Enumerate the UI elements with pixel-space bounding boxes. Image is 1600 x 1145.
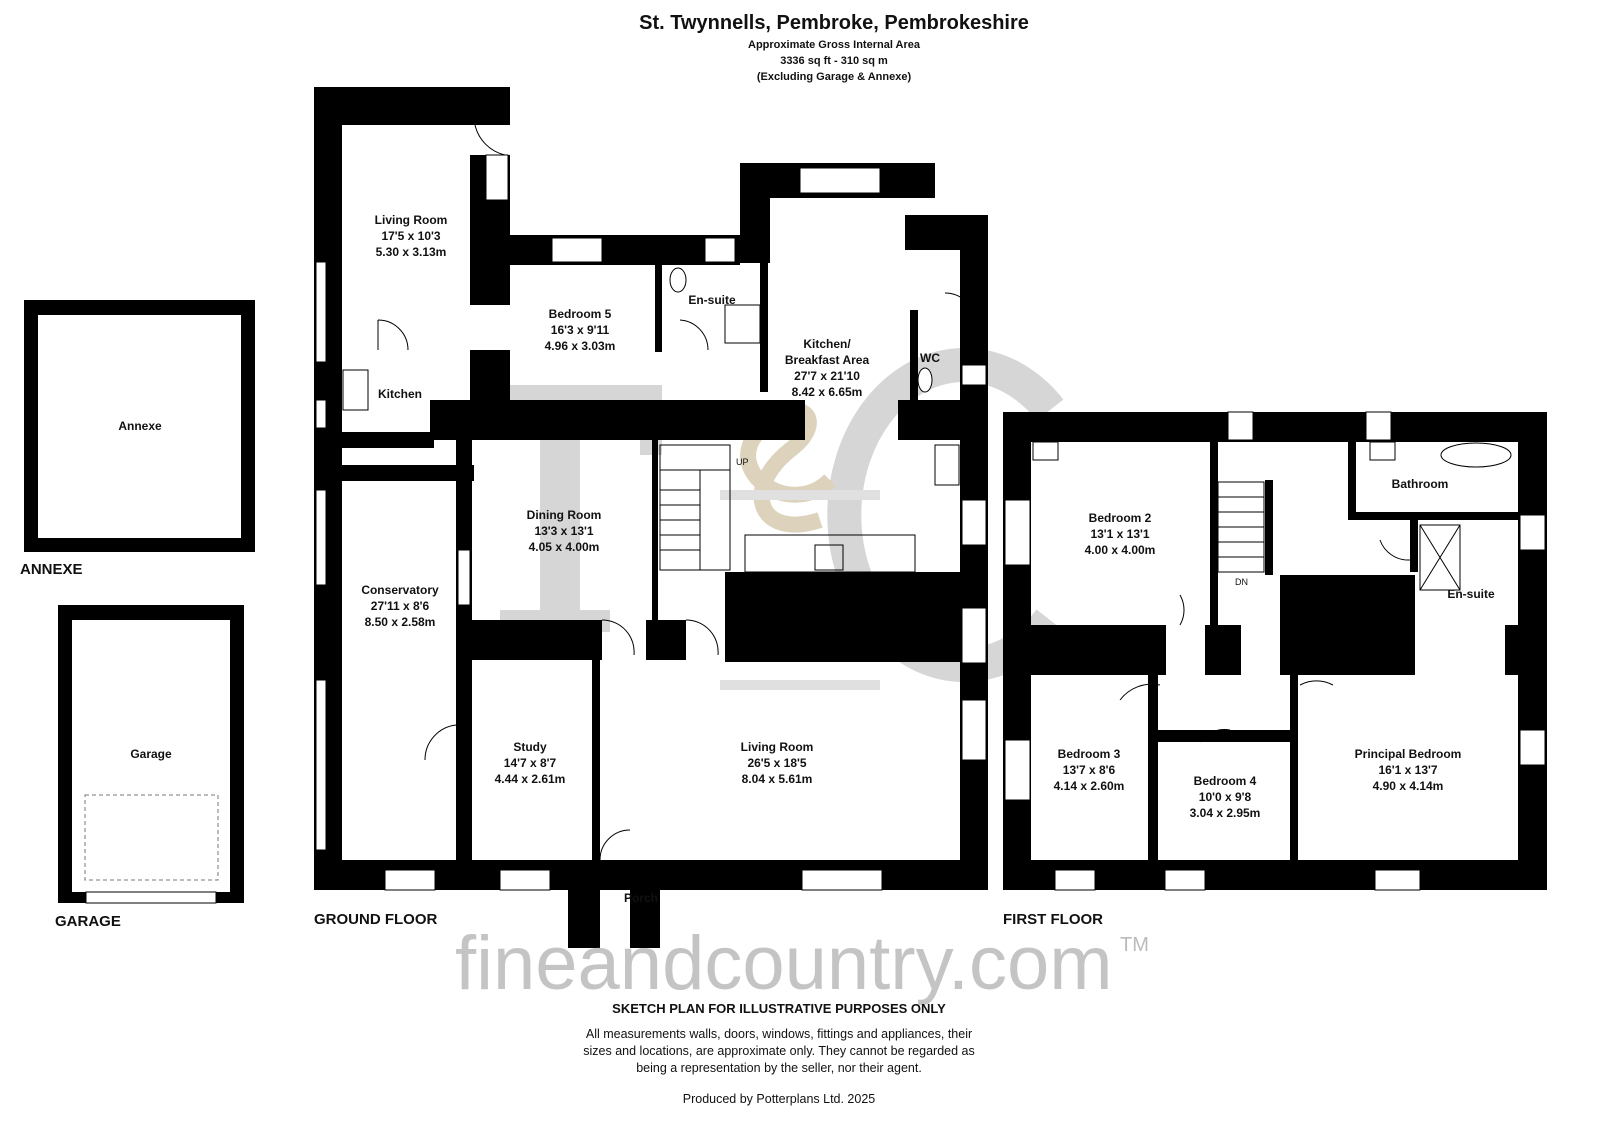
room-size-imperial: 14'7 x 8'7 — [503, 756, 557, 770]
room-garage: Garage — [130, 746, 171, 762]
room-size-metric: 3.04 x 2.95m — [1189, 806, 1261, 820]
room-bathroom: Bathroom — [1392, 476, 1449, 492]
room-size-imperial: 13'1 x 13'1 — [1090, 527, 1150, 541]
room-name: Bedroom 4 — [1193, 774, 1257, 788]
room-size-metric: 4.44 x 2.61m — [494, 772, 566, 786]
plan-title: St. Twynnells, Pembroke, Pembrokeshire — [639, 12, 1029, 34]
room-name: Conservatory — [361, 583, 439, 597]
producer-credit: Produced by Potterplans Ltd. 2025 — [682, 1092, 876, 1106]
room-size-metric: 4.00 x 4.00m — [1084, 543, 1156, 557]
floor-label-ground: GROUND FLOOR — [314, 911, 438, 928]
room-bedroom-4: Bedroom 4 10'0 x 9'8 3.04 x 2.95m — [1190, 773, 1261, 821]
room-ensuite-first: En-suite — [1447, 586, 1494, 602]
room-size-metric: 8.42 x 6.65m — [791, 385, 863, 399]
floor-label-garage: GARAGE — [55, 913, 121, 930]
room-annexe: Annexe — [118, 418, 161, 434]
room-conservatory: Conservatory 27'11 x 8'6 8.50 x 2.58m — [361, 582, 438, 630]
room-size-metric: 4.90 x 4.14m — [1372, 779, 1444, 793]
room-name: Bedroom 5 — [548, 307, 612, 321]
room-dining: Dining Room 13'3 x 13'1 4.05 x 4.00m — [527, 507, 602, 555]
disclaimer-heading: SKETCH PLAN FOR ILLUSTRATIVE PURPOSES ON… — [612, 1001, 946, 1016]
room-name: Kitchen/ — [803, 337, 851, 351]
room-living-room: Living Room 26'5 x 18'5 8.04 x 5.61m — [741, 739, 814, 787]
room-wc: WC — [920, 350, 940, 366]
room-name: Bedroom 2 — [1088, 511, 1152, 525]
stairs-up-label: UP — [736, 457, 749, 467]
watermark-text: fineandcountry.com — [455, 921, 1113, 1006]
room-name: En-suite — [1447, 587, 1495, 601]
room-name: En-suite — [688, 293, 736, 307]
room-name: Garage — [130, 747, 172, 761]
floor-label-annexe: ANNEXE — [20, 561, 83, 578]
room-size-metric: 5.30 x 3.13m — [375, 245, 447, 259]
room-bedroom-3: Bedroom 3 13'7 x 8'6 4.14 x 2.60m — [1054, 746, 1125, 794]
room-kitchen-breakfast: Kitchen/ Breakfast Area 27'7 x 21'10 8.4… — [785, 336, 869, 400]
room-size-imperial: 26'5 x 18'5 — [747, 756, 807, 770]
room-name: Kitchen — [377, 387, 423, 401]
room-size-imperial: 27'11 x 8'6 — [370, 599, 430, 613]
room-size-metric: 4.96 x 3.03m — [544, 339, 616, 353]
area-note: (Excluding Garage & Annexe) — [756, 71, 912, 83]
room-name: Bedroom 3 — [1057, 747, 1121, 761]
room-size-metric: 4.05 x 4.00m — [528, 540, 600, 554]
room-size-imperial: 17'5 x 10'3 — [381, 229, 441, 243]
disclaimer-line-1: All measurements walls, doors, windows, … — [585, 1027, 973, 1041]
room-name: Living Room — [740, 740, 814, 754]
room-name: WC — [920, 351, 940, 365]
room-name: Bathroom — [1391, 477, 1449, 491]
room-size-imperial: 16'3 x 9'11 — [550, 323, 610, 337]
room-study: Study 14'7 x 8'7 4.44 x 2.61m — [495, 739, 566, 787]
area-label: Approximate Gross Internal Area — [748, 39, 920, 51]
room-name-line2: Breakfast Area — [784, 353, 870, 367]
room-name: Principal Bedroom — [1354, 747, 1462, 761]
disclaimer-line-2: sizes and locations, are approximate onl… — [583, 1044, 975, 1058]
room-size-imperial: 16'1 x 13'7 — [1378, 763, 1438, 777]
room-name: Living Room — [374, 213, 448, 227]
room-name: Dining Room — [526, 508, 602, 522]
room-size-imperial: 13'7 x 8'6 — [1062, 763, 1116, 777]
disclaimer-line-3: being a representation by the seller, no… — [636, 1061, 922, 1075]
room-name: Porch — [623, 891, 659, 905]
room-bedroom-2: Bedroom 2 13'1 x 13'1 4.00 x 4.00m — [1085, 510, 1156, 558]
room-porch: Porch — [624, 890, 658, 906]
room-size-imperial: 13'3 x 13'1 — [534, 524, 594, 538]
room-size-metric: 4.14 x 2.60m — [1053, 779, 1125, 793]
room-bedroom-5: Bedroom 5 16'3 x 9'11 4.96 x 3.03m — [545, 306, 616, 354]
area-value: 3336 sq ft - 310 sq m — [780, 55, 888, 67]
room-principal-bedroom: Principal Bedroom 16'1 x 13'7 4.90 x 4.1… — [1355, 746, 1462, 794]
room-size-metric: 8.50 x 2.58m — [364, 615, 436, 629]
room-name: Annexe — [118, 419, 162, 433]
floor-label-first: FIRST FLOOR — [1003, 911, 1103, 928]
room-size-metric: 8.04 x 5.61m — [741, 772, 813, 786]
room-size-imperial: 10'0 x 9'8 — [1198, 790, 1252, 804]
room-living-room-upper: Living Room 17'5 x 10'3 5.30 x 3.13m — [375, 212, 448, 260]
room-kitchen: Kitchen — [378, 386, 422, 402]
watermark-tm: TM — [1120, 934, 1149, 956]
room-name: Study — [513, 740, 547, 754]
stairs-down-label: DN — [1235, 577, 1248, 587]
room-ensuite-ground: En-suite — [688, 292, 735, 308]
room-size-imperial: 27'7 x 21'10 — [794, 369, 860, 383]
